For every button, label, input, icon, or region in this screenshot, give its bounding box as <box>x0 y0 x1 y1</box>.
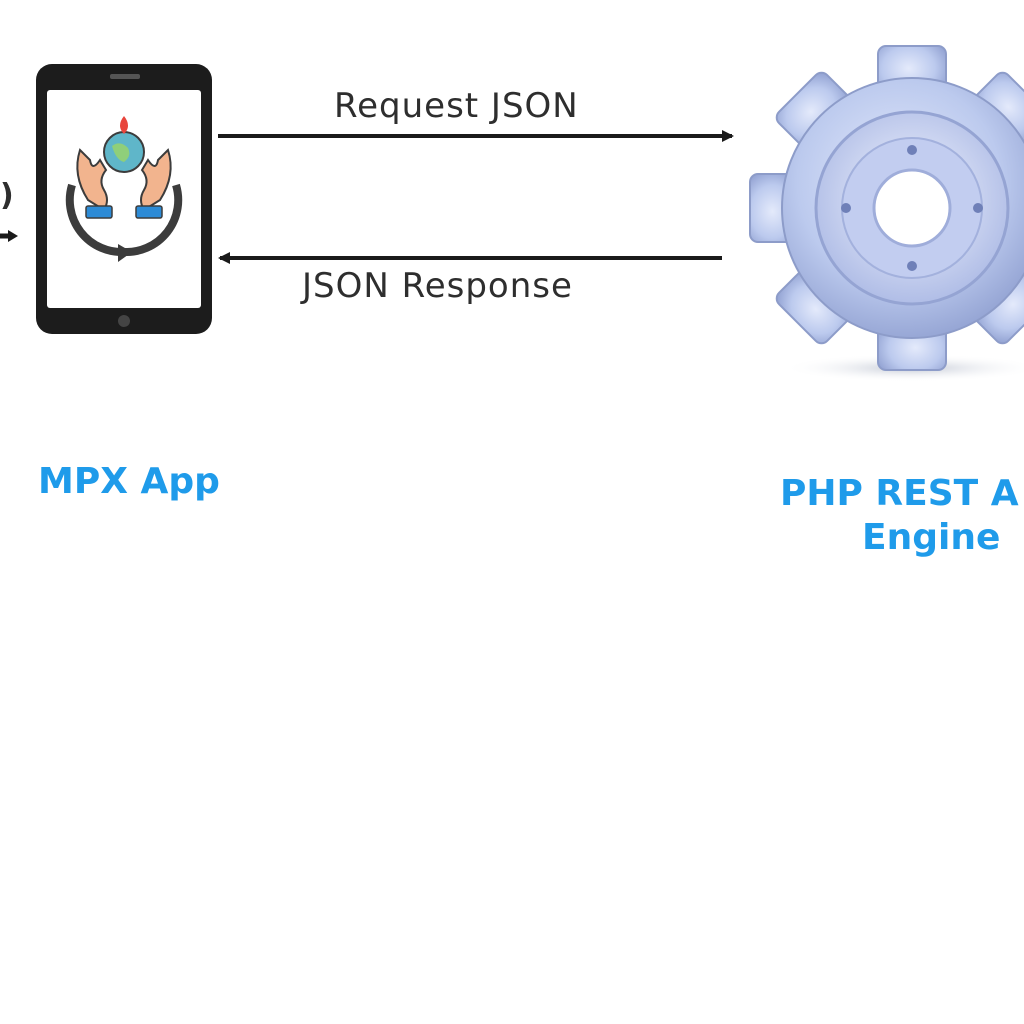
gear-icon <box>749 45 1024 382</box>
hands-globe-icon <box>65 116 183 262</box>
engine-label-line2: Engine <box>862 517 1001 558</box>
json-response-label: JSON Response <box>302 266 573 306</box>
engine-label-line1: PHP REST A <box>780 473 1019 514</box>
left-arrow-fragment <box>0 230 18 242</box>
mpx-app-label: MPX App <box>38 461 220 502</box>
left-cut-text: ) <box>0 178 14 213</box>
request-json-label: Request JSON <box>334 86 579 126</box>
smartphone-icon <box>36 64 212 334</box>
